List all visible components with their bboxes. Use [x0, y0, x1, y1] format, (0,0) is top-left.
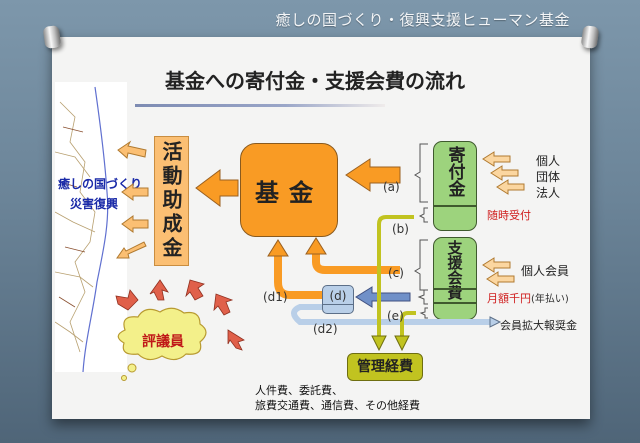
council-arrow: [227, 329, 245, 351]
source-arrow: [486, 271, 515, 287]
arrow-c-head: [305, 237, 327, 255]
support-fee-box: 支援会費: [433, 237, 477, 320]
bracket-b: [418, 207, 428, 223]
arrow-d1: [274, 254, 322, 299]
arrow-b: [377, 215, 414, 338]
brand-title: 癒しの国づくり・復興支援ヒューマン基金: [275, 11, 570, 29]
grant-arrow: [121, 183, 149, 201]
slide-title: 基金への寄付金・支援会費の流れ: [165, 69, 465, 93]
donation-source-corporation: 法人: [536, 186, 561, 200]
flow-label-c: (c): [388, 266, 404, 280]
flow-label-e: (e): [387, 309, 404, 323]
d-box-label: (d): [329, 289, 347, 303]
d-box: (d): [322, 285, 354, 314]
support-source-member: 個人会員: [521, 264, 570, 278]
fund-box: 基金: [240, 143, 338, 237]
support-fee-box-label: 支援会費: [445, 240, 464, 300]
activity-grant-box: 活動助成金: [154, 136, 189, 266]
arrow-b-head: [371, 335, 387, 352]
council-arrow: [213, 293, 234, 316]
admin-cost-items: 人件費、委託費、 旅費交通費、通信費、その他経費: [255, 383, 420, 413]
member-reward-label: 会員拡大報奨金: [500, 319, 577, 332]
map-label-healing-nation: 癒しの国づくり: [58, 177, 143, 191]
admin-cost-line: 旅費交通費、通信費、その他経費: [255, 399, 420, 412]
map-label-disaster-recovery: 災害復興: [70, 197, 119, 211]
flow-label-a: (a): [383, 180, 400, 194]
source-arrow: [490, 165, 519, 181]
arrow-d2: [291, 304, 490, 325]
donation-box-label: 寄付金: [444, 146, 465, 197]
arrow-e: [400, 311, 416, 338]
council-arrow: [115, 289, 139, 311]
admin-cost-line: 人件費、委託費、: [255, 384, 343, 397]
arrow-c: [312, 252, 400, 274]
source-arrow: [496, 179, 525, 195]
arrow-a: [345, 158, 401, 192]
cloud-dot: [127, 363, 137, 373]
divider: [434, 288, 476, 290]
donation-source-group: 団体: [536, 170, 561, 184]
fund-to-grant-arrow: [195, 169, 239, 207]
bracket-e: [419, 307, 428, 319]
arrow-e-head: [394, 335, 410, 352]
support-note-sub: (年払い): [531, 294, 569, 305]
source-arrow: [482, 151, 511, 167]
bracket-a: [414, 143, 428, 203]
donation-source-individual: 個人: [536, 154, 561, 168]
grant-arrow: [116, 241, 147, 259]
bracket-c: [414, 239, 428, 291]
bracket-d: [417, 289, 428, 305]
divider: [434, 302, 476, 304]
admin-cost-box: 管理経費: [347, 353, 423, 381]
source-arrow: [482, 257, 511, 273]
flow-label-d2: (d2): [313, 322, 338, 336]
flow-label-d1: (d1): [263, 290, 288, 304]
donation-note: 随時受付: [487, 209, 531, 222]
council-cloud: [117, 307, 207, 361]
title-underline: [135, 104, 385, 107]
tohoku-map: [54, 82, 127, 373]
map-lines: [54, 86, 109, 373]
arrow-d2-head: [489, 316, 502, 328]
divider: [434, 205, 476, 207]
grant-arrow: [121, 215, 149, 233]
grant-arrow: [117, 140, 147, 159]
support-note: 月額千円(年払い): [487, 290, 569, 306]
council-arrow: [149, 279, 169, 301]
flow-label-b: (b): [392, 222, 409, 236]
arrow-d: [355, 286, 411, 308]
donation-box: 寄付金: [433, 141, 477, 231]
arrow-d1-head: [267, 239, 289, 257]
council-label: 評議員: [142, 334, 184, 350]
support-note-amount: 月額千円: [487, 292, 531, 305]
cloud-dot: [121, 375, 127, 381]
divider: [323, 304, 353, 305]
council-arrow: [185, 279, 205, 301]
